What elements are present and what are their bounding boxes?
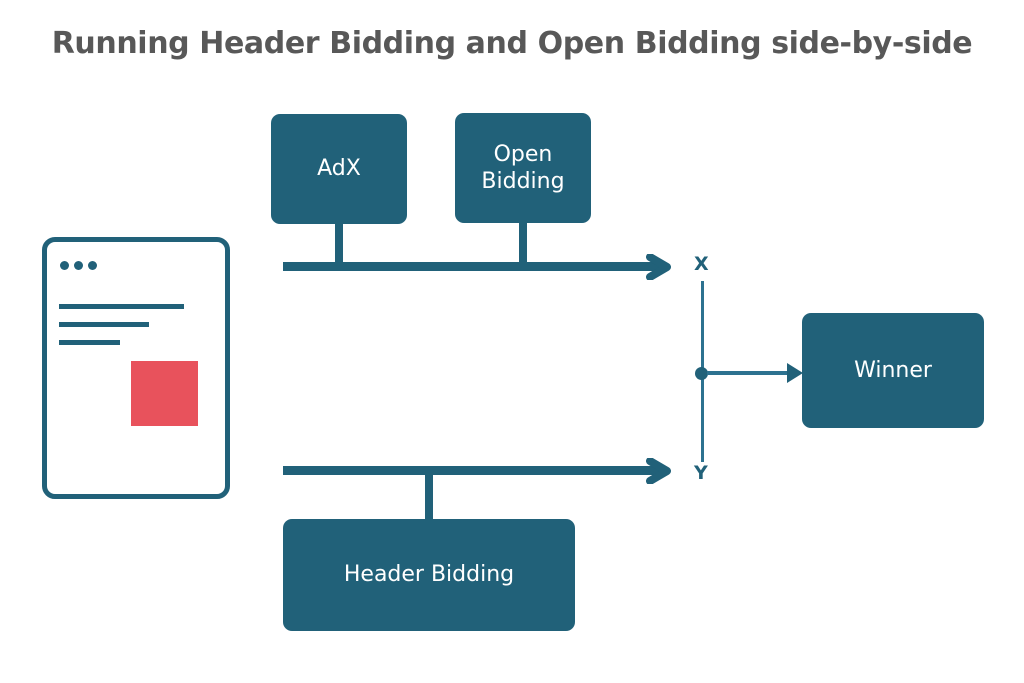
connector-stem-adx <box>335 222 343 266</box>
triangle-right-arrow-icon <box>787 363 803 383</box>
node-winner[interactable]: Winner <box>802 313 984 428</box>
node-open-bidding[interactable]: Open Bidding <box>455 113 591 223</box>
connector-stem-open-bidding <box>519 221 527 266</box>
node-open-bidding-label-line2: Bidding <box>481 169 565 194</box>
junction-dot-icon <box>695 367 708 380</box>
mockup-text-line <box>59 322 149 327</box>
ad-slot-placeholder <box>131 361 198 426</box>
node-adx[interactable]: AdX <box>271 114 407 224</box>
page-title: Running Header Bidding and Open Bidding … <box>51 26 973 61</box>
connector-stem-header-bidding <box>425 471 433 521</box>
node-open-bidding-label: Open Bidding <box>481 141 564 196</box>
window-dot-icon <box>88 261 97 270</box>
chevron-right-arrow-icon <box>646 254 671 280</box>
node-header-bidding[interactable]: Header Bidding <box>283 519 575 631</box>
mockup-text-line <box>59 340 120 345</box>
winner-connector-line <box>707 371 792 375</box>
mockup-text-line <box>59 304 184 309</box>
node-open-bidding-label-line1: Open <box>493 141 553 167</box>
flow-line-bottom <box>283 466 666 475</box>
publisher-webpage-mockup <box>42 237 230 499</box>
window-dot-icon <box>60 261 69 270</box>
junction-label-y: Y <box>694 462 708 484</box>
flow-line-top <box>283 262 666 271</box>
window-dot-icon <box>74 261 83 270</box>
junction-label-x: X <box>694 253 709 275</box>
chevron-right-arrow-icon <box>646 458 671 484</box>
